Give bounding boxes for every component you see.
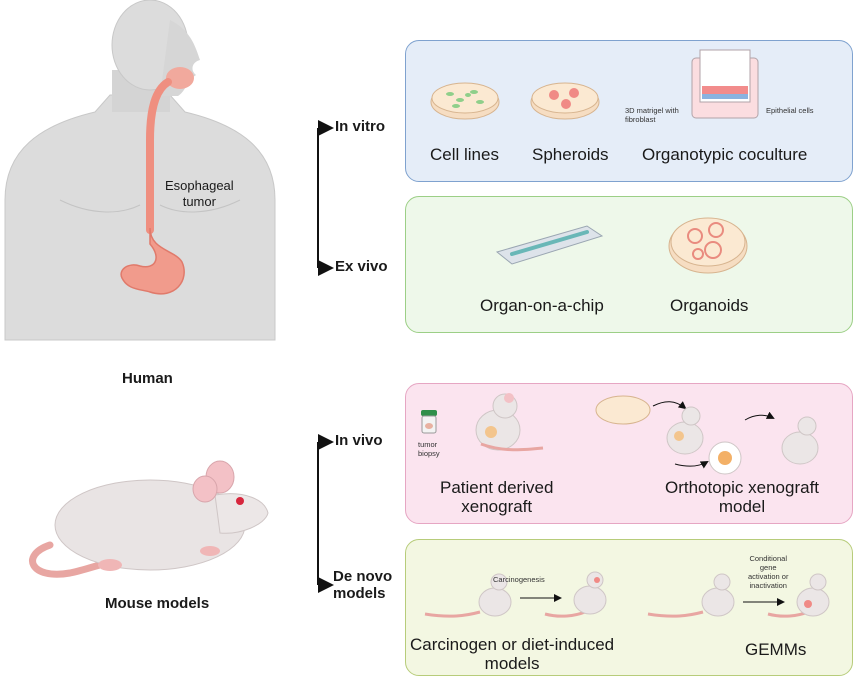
spheroid-icon xyxy=(530,82,600,120)
carcinogen-label: Carcinogen or diet-induced models xyxy=(410,635,615,673)
mouse-icon xyxy=(29,460,269,578)
human-label: Human xyxy=(122,370,173,387)
in-vitro-label: In vitro xyxy=(335,118,386,135)
petri-dish-icon xyxy=(430,82,500,120)
de-novo-panel xyxy=(405,539,853,676)
mouse-sitting-icon xyxy=(475,393,544,452)
gemms-label: GEMMs xyxy=(745,640,807,659)
ex-vivo-label: Ex vivo xyxy=(335,258,388,275)
epithelial-note: Epithelial cells xyxy=(766,106,814,115)
chip-icon xyxy=(495,225,604,265)
in-vivo-label: In vivo xyxy=(335,432,383,449)
carcinogenesis-note: Carcinogenesis xyxy=(493,575,545,584)
orthotopic-label: Orthotopic xenograft model xyxy=(665,478,820,516)
organoids-label: Organoids xyxy=(670,296,749,315)
carcinogenesis-icon xyxy=(424,571,607,618)
gemm-icon xyxy=(647,573,830,618)
transwell-icon xyxy=(691,49,759,119)
pdx-label: Patient derived xenograft xyxy=(440,478,554,516)
human-body-icon xyxy=(4,0,276,341)
organotypic-label: Organotypic coculture xyxy=(642,145,808,164)
xenograft-icon xyxy=(595,395,819,475)
biopsy-note: tumor biopsy xyxy=(418,440,440,458)
de-novo-label: De novo models xyxy=(333,568,393,602)
cell-lines-label: Cell lines xyxy=(430,145,499,164)
organ-label: Esophageal tumor xyxy=(165,178,234,209)
conditional-note: Conditional gene activation or inactivat… xyxy=(748,554,789,590)
organ-on-chip-label: Organ-on-a-chip xyxy=(480,296,604,315)
ex-vivo-panel xyxy=(405,196,853,333)
spheroids-label: Spheroids xyxy=(532,145,609,164)
organoid-icon xyxy=(668,217,748,274)
mouse-label: Mouse models xyxy=(105,595,210,612)
biopsy-tube-icon xyxy=(421,410,437,434)
matrigel-note: 3D matrigel with fibroblast xyxy=(625,106,679,124)
